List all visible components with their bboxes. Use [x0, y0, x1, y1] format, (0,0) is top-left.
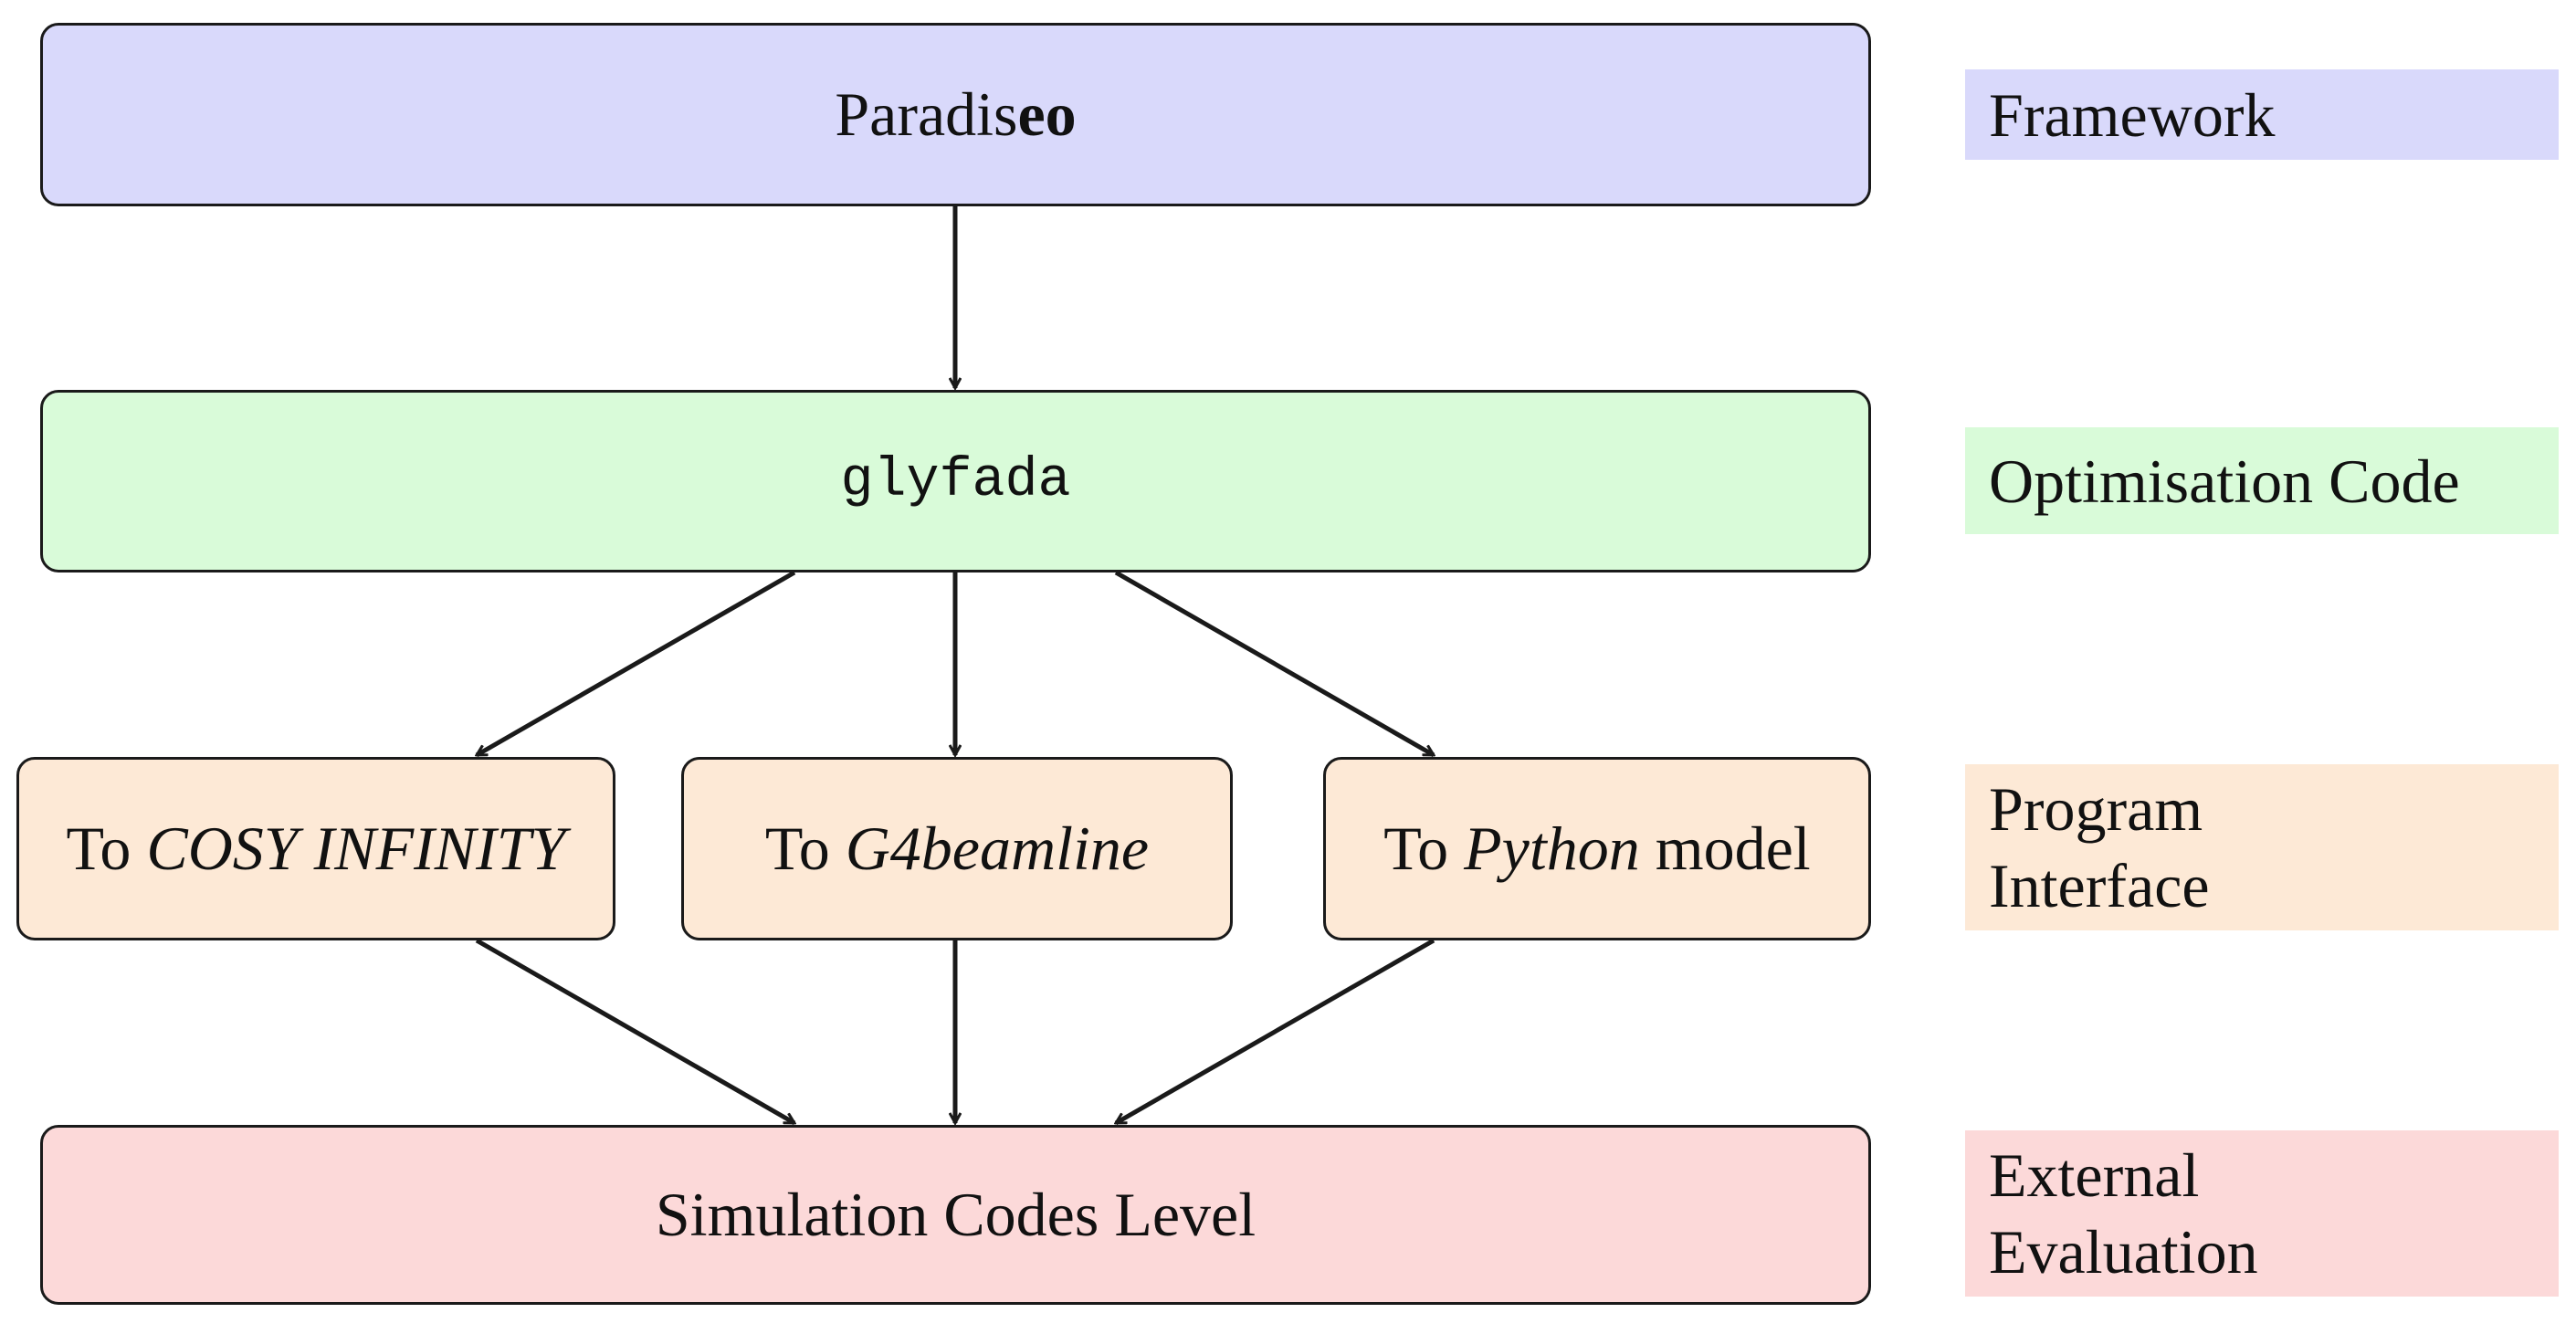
- interface-cosy-label: To COSY INFINITY: [66, 814, 566, 883]
- optimisation-box: glyfada: [40, 390, 1871, 572]
- simulation-label: Simulation Codes Level: [655, 1180, 1256, 1249]
- arrow-glyfada-to-cosy: [477, 570, 796, 758]
- arrow-glyfada-to-python: [1114, 570, 1434, 758]
- arrow-python-to-simulation: [1116, 938, 1435, 1126]
- arrow-cosy-to-simulation: [475, 938, 794, 1126]
- level-interface-line2: Interface: [1989, 851, 2210, 920]
- level-external-line2: Evaluation: [1989, 1217, 2258, 1287]
- interface-cosy-box: To COSY INFINITY: [16, 757, 615, 940]
- interface-g4beamline-label: To G4beamline: [764, 814, 1150, 883]
- simulation-box: Simulation Codes Level: [40, 1125, 1871, 1305]
- framework-box: Paradiseo: [40, 23, 1871, 206]
- level-interface-line1: Program: [1989, 774, 2203, 844]
- level-tag-framework: Framework: [1965, 69, 2559, 160]
- level-external-line1: External: [1989, 1140, 2200, 1210]
- framework-label: Paradiseo: [835, 79, 1077, 149]
- optimisation-label: glyfada: [840, 450, 1071, 512]
- interface-python-label: To Python model: [1383, 814, 1811, 883]
- interface-python-box: To Python model: [1323, 757, 1871, 940]
- level-tag-optimisation: Optimisation Code: [1965, 427, 2559, 534]
- level-framework-line1: Framework: [1989, 79, 2276, 150]
- interface-g4beamline-box: To G4beamline: [681, 757, 1233, 940]
- level-optimisation-line1: Optimisation Code: [1989, 446, 2460, 516]
- level-tag-interface: Program Interface: [1965, 764, 2559, 930]
- level-tag-external: External Evaluation: [1965, 1130, 2559, 1297]
